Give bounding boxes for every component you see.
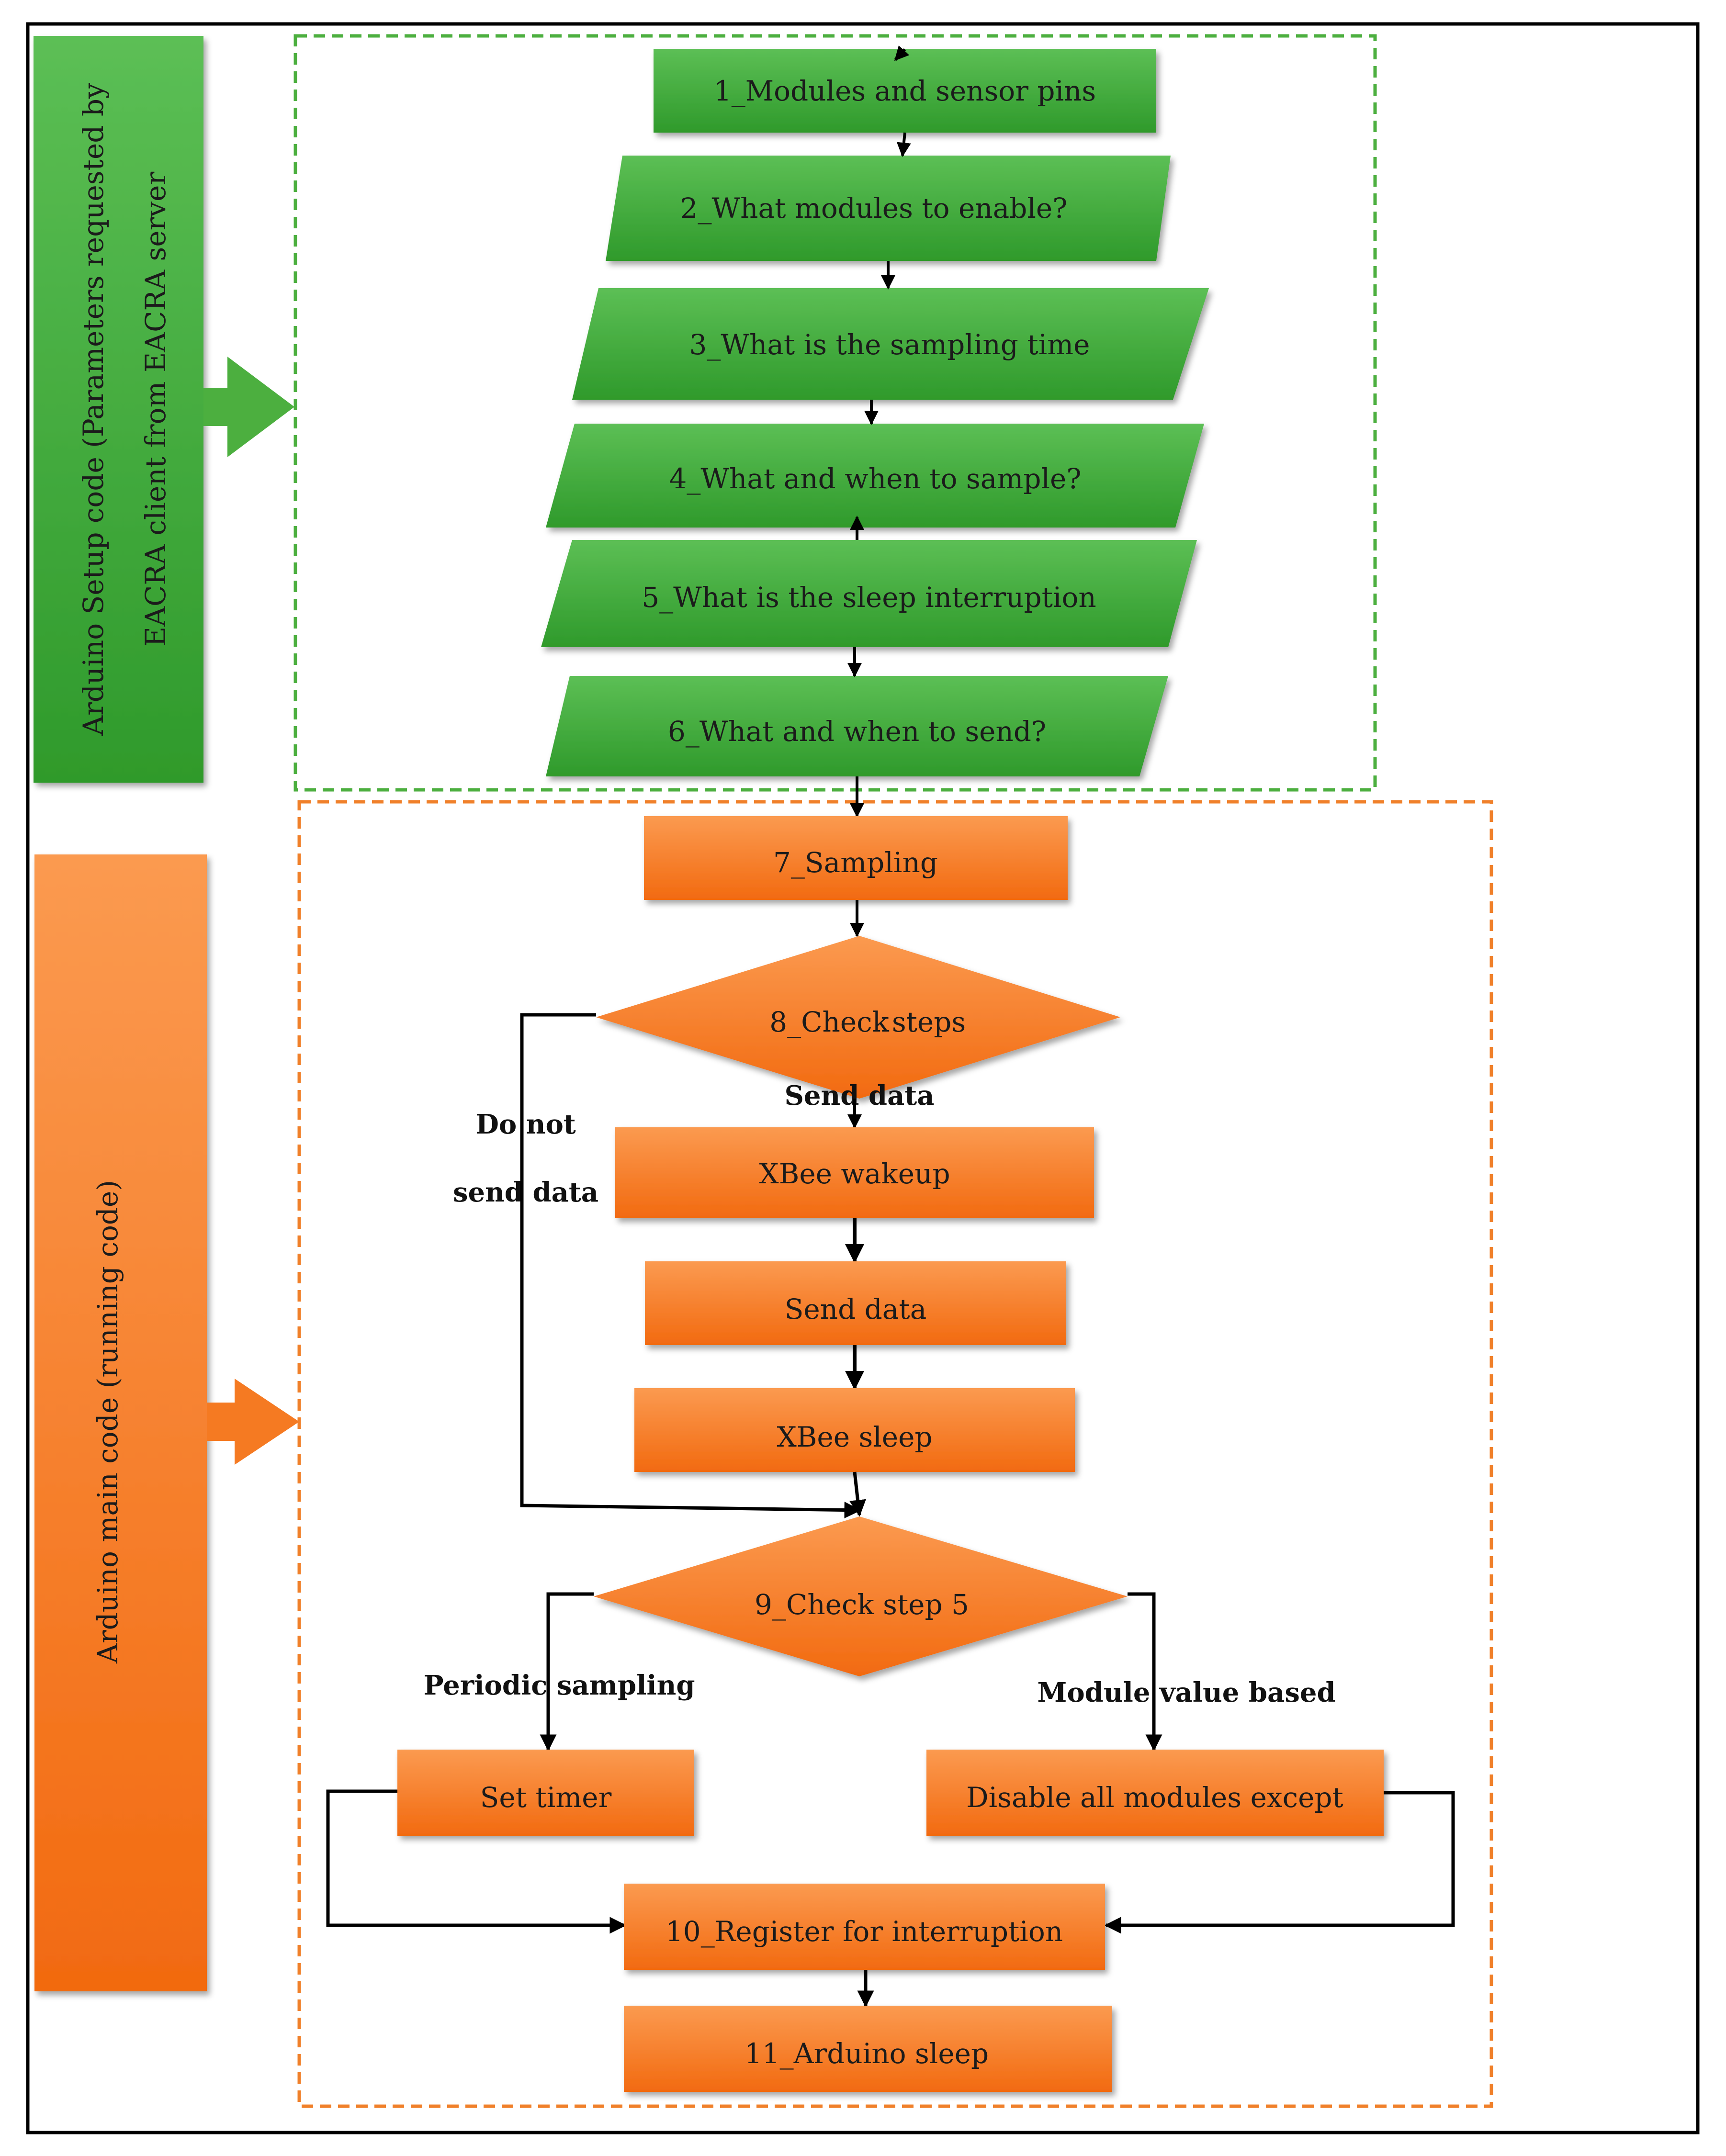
node-3-sampling-time <box>572 288 1209 400</box>
node-disable-modules-text: Disable all modules except <box>966 1781 1343 1814</box>
node-4-what-and-when-to-sample <box>546 424 1204 528</box>
node-8-check-steps <box>596 936 1120 1099</box>
node-11-arduino-sleep <box>624 2006 1112 2092</box>
node-10-text: 10_Register for interruption <box>666 1915 1063 1948</box>
node-4-text: 4_What and when to sample? <box>669 462 1082 495</box>
node-xbee-wakeup <box>615 1127 1094 1218</box>
node-2-text: 2_What modules to enable? <box>680 192 1068 225</box>
node-7-sampling <box>644 816 1068 900</box>
node-1-modules-and-sensor-pins <box>654 49 1156 133</box>
node-send-data <box>645 1261 1066 1345</box>
node-5-text: 5_What is the sleep interruption <box>642 581 1096 614</box>
node-8-text-right: steps <box>892 1006 966 1038</box>
setup-group-border <box>293 34 1377 792</box>
edge-label-send-data-2: send data <box>453 1177 598 1208</box>
node-6-text: 6_What and when to send? <box>668 715 1046 748</box>
node-xbee-wakeup-text: XBee wakeup <box>759 1157 950 1190</box>
edge-label-periodic: Periodic sampling <box>423 1670 695 1701</box>
node-3-text: 3_What is the sampling time <box>689 328 1090 361</box>
arrow-sleep-to-9 <box>849 1471 866 1517</box>
setup-side-label-line2: EACRA client from EACRA server <box>139 172 172 647</box>
arrow-top-entry <box>894 45 910 61</box>
setup-side-label-line1: Arduino Setup code (Parameters requested… <box>77 83 110 736</box>
main-side-panel <box>34 854 207 1991</box>
node-11-text: 11_Arduino sleep <box>745 2037 989 2070</box>
edge-label-module-value: Module value based <box>1037 1677 1335 1708</box>
node-7-text: 7_Sampling <box>773 846 938 879</box>
node-xbee-sleep <box>634 1388 1075 1472</box>
edge-set-timer-to-10 <box>326 1789 627 1934</box>
node-disable-modules <box>926 1750 1384 1836</box>
node-1-text: 1_Modules and sensor pins <box>714 75 1096 107</box>
edge-label-do-not: Do not <box>475 1109 575 1140</box>
setup-side-panel <box>34 36 203 783</box>
main-pointer-arrow-icon <box>207 1379 299 1465</box>
setup-pointer-arrow-icon <box>203 357 294 457</box>
main-side-label: Arduino main code (running code) <box>91 1180 124 1664</box>
outer-frame <box>26 22 1700 2134</box>
node-5-sleep-interruption <box>541 540 1197 647</box>
arrow-1-to-2 <box>896 132 911 157</box>
node-9-text: 9_Check step 5 <box>755 1588 969 1621</box>
node-9-check-step-5 <box>594 1516 1128 1676</box>
node-2-what-modules-to-enable <box>606 156 1171 261</box>
edge-label-send-data: Send data <box>784 1080 934 1112</box>
edge-module-value-branch <box>1128 1592 1162 1752</box>
node-6-what-and-when-to-send <box>546 676 1168 776</box>
edge-do-not-send-bypass <box>520 1013 861 1519</box>
edge-periodic-branch <box>540 1592 594 1752</box>
node-set-timer <box>397 1750 694 1836</box>
node-10-register-interruption <box>624 1884 1105 1970</box>
node-set-timer-text: Set timer <box>480 1781 612 1814</box>
edge-disable-to-10 <box>1104 1791 1455 1934</box>
main-group-border <box>297 800 1493 2108</box>
node-8-text-left: 8_Check <box>769 1006 889 1038</box>
node-send-data-text: Send data <box>785 1293 927 1325</box>
node-xbee-sleep-text: XBee sleep <box>777 1421 932 1453</box>
